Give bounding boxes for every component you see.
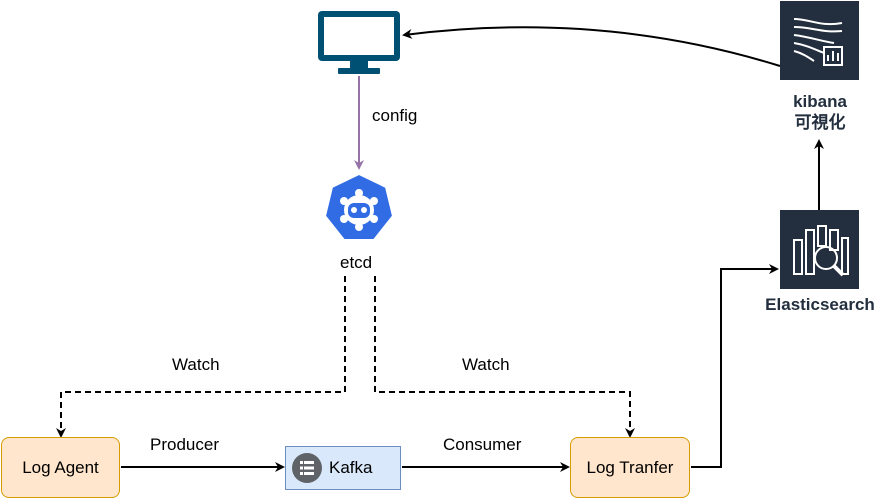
watch-right-edge [374,276,635,438]
consumer-label: Consumer [443,435,522,454]
log-agent-label: Log Agent [22,457,99,477]
elasticsearch-icon [793,225,849,277]
log-tranfer-label: Log Tranfer [586,457,674,477]
log-agent-node: Log Agent [1,437,120,498]
kibana-label: kibana 可視化 [770,91,870,133]
kibana-node [780,1,859,80]
kubernetes-etcd-icon [323,173,395,241]
kafka-node: Kafka [285,446,401,490]
list-icon [292,453,322,483]
log-tranfer-node: Log Tranfer [570,437,690,498]
elasticsearch-node [780,210,859,289]
kibana-label-line2: 可視化 [794,113,846,132]
producer-label: Producer [150,435,219,454]
config-label: config [372,106,418,125]
watch-left-edge [56,276,346,438]
elasticsearch-label: Elasticsearch [765,295,875,314]
monitor-icon [318,11,400,74]
tranfer-to-elasticsearch-edge [691,264,779,468]
kafka-label: Kafka [329,458,373,477]
etcd-label: etcd [340,253,373,272]
watch-left-label: Watch [172,355,220,374]
watch-right-label: Watch [462,355,510,374]
kibana-label-line1: kibana [793,92,847,111]
kibana-to-monitor-edge [402,26,781,67]
kibana-icon [793,18,843,66]
